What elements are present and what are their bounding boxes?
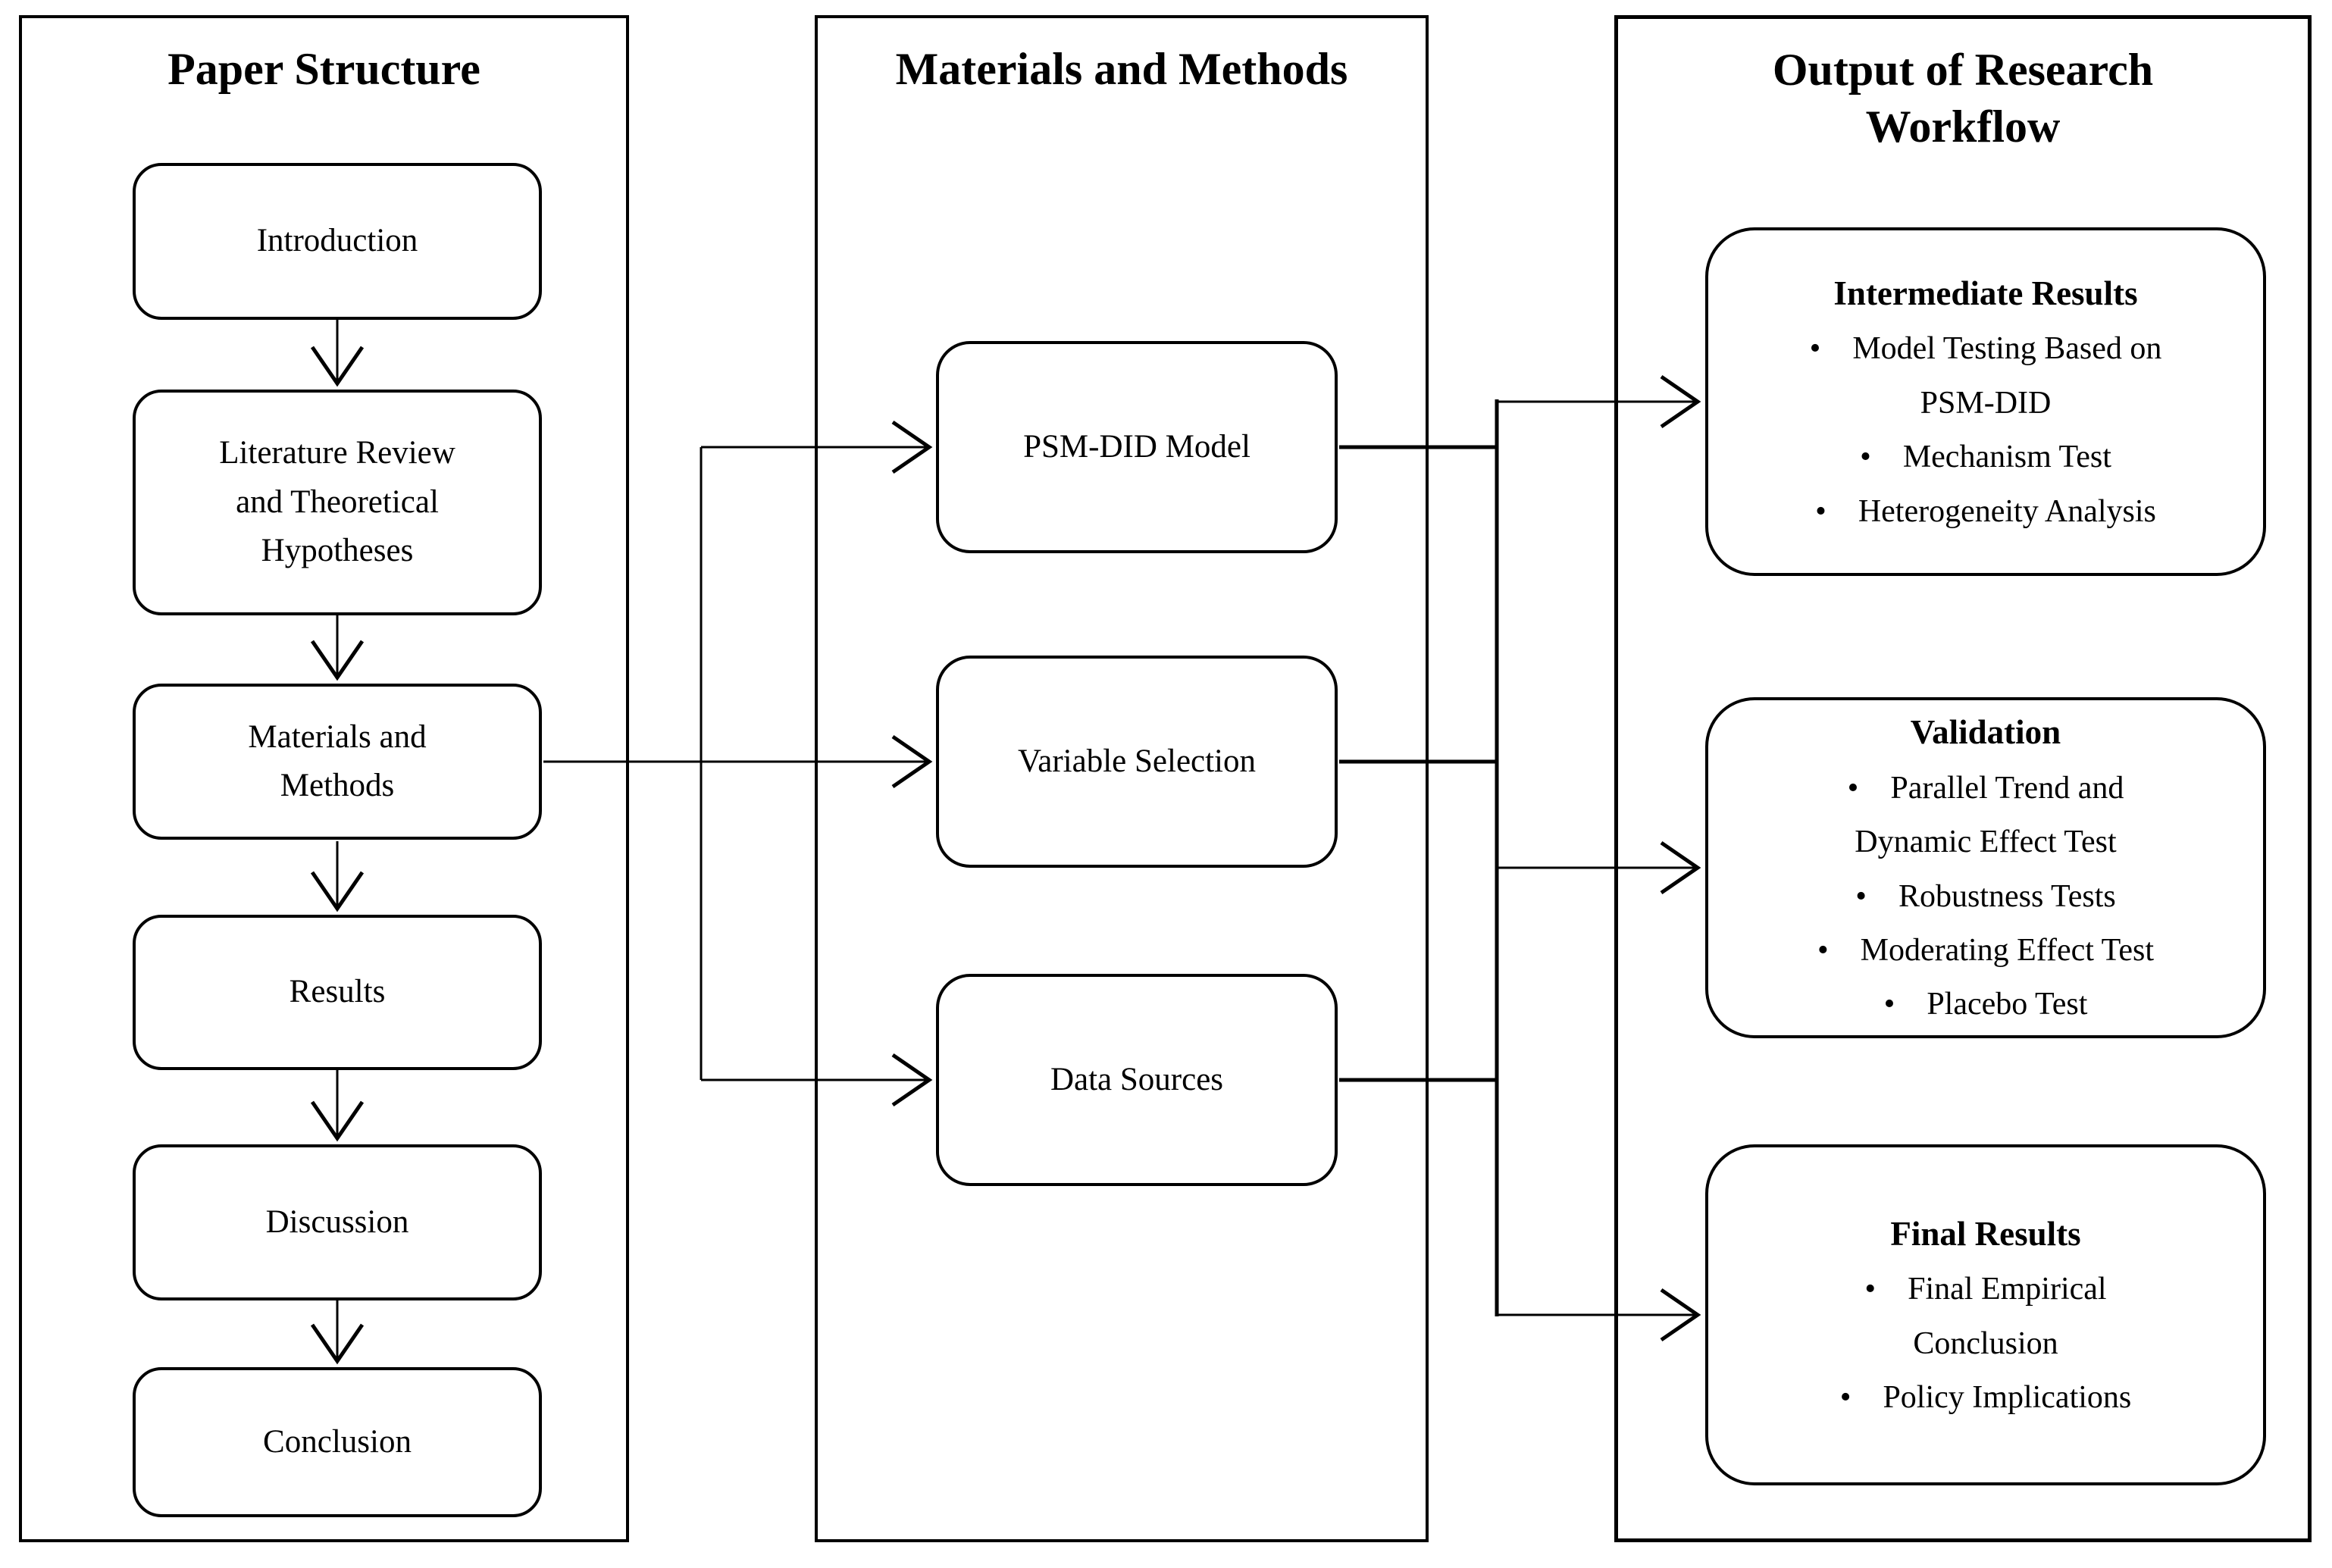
box-header: Intermediate Results [1833,274,2138,312]
node-conclusion: Conclusion [133,1367,542,1517]
node-introduction: Introduction [133,163,542,320]
bullet-line: • Policy Implications [1840,1371,2132,1425]
panel-output-of-research-workflow: Output of Research Workflow [1614,15,2312,1542]
node-label-line: Literature Review [219,435,455,471]
wrap-line: Dynamic Effect Test [1855,825,2117,860]
bullet-text: Parallel Trend and [1890,770,2124,806]
bullet-line: • Parallel Trend and [1848,762,2124,815]
node-label-line: Materials and [248,718,427,755]
bullet-text: Moderating Effect Test [1860,932,2155,968]
bullet-icon: • [1883,987,1895,1022]
bullet-text: Heterogeneity Analysis [1858,493,2156,529]
bullet-icon: • [1855,878,1867,914]
node-label: Data Sources [1050,1061,1224,1097]
node-label: Variable Selection [1017,743,1257,779]
panel-paper-structure: Paper Structure [19,15,629,1542]
bullet-text: Robustness Tests [1898,878,2116,914]
node-materials-and-methods: Materials and Methods [133,684,542,840]
node-label: PSM-DID Model [1023,428,1251,465]
node-data-sources: Data Sources [936,974,1338,1186]
node-label-line: and Theoretical [236,484,439,520]
bullet-icon: • [1815,493,1826,529]
bullet-text: Final Empirical [1908,1272,2107,1307]
node-results: Results [133,915,542,1070]
node-label: Results [289,974,386,1010]
bullet-text: Placebo Test [1927,987,2088,1022]
bullet-text: Model Testing Based on [1852,331,2162,367]
bullet-icon: • [1860,440,1871,475]
wrap-line: PSM-DID [1920,385,2052,421]
bullet-line: • Moderating Effect Test [1817,924,2154,978]
bullet-icon: • [1864,1272,1877,1307]
node-literature-review: Literature Review and Theoretical Hypoth… [133,390,542,615]
bullet-line: • Mechanism Test [1860,430,2111,484]
bullet-icon: • [1817,932,1829,968]
node-label: Conclusion [263,1423,412,1460]
panel-title-materials-and-methods: Materials and Methods [895,44,1348,94]
node-label-line: Methods [280,768,395,803]
bullet-line: • Heterogeneity Analysis [1815,485,2156,539]
node-discussion: Discussion [133,1144,542,1300]
bullet-text: Mechanism Test [1902,440,2111,475]
bullet-text: Policy Implications [1883,1379,2132,1415]
node-variable-selection: Variable Selection [936,656,1338,868]
node-label-line: Hypotheses [261,533,414,569]
bullet-icon: • [1839,1379,1852,1415]
panel-title-line2: Workflow [1865,102,2061,152]
node-intermediate-results: Intermediate Results • Model Testing Bas… [1705,227,2266,576]
node-label: Discussion [265,1203,409,1240]
bullet-line: • Robustness Tests [1855,870,2116,924]
box-header: Final Results [1890,1214,2081,1253]
panel-materials-and-methods: Materials and Methods [815,15,1429,1542]
panel-title-paper-structure: Paper Structure [167,44,480,94]
node-psm-did-model: PSM-DID Model [936,341,1338,553]
node-label: Introduction [256,223,418,259]
bullet-icon: • [1809,331,1821,367]
box-header: Validation [1910,713,2061,752]
panel-title-output-workflow: Output of Research Workflow [1618,19,2308,155]
bullet-icon: • [1847,770,1859,806]
bullet-line: • Placebo Test [1884,978,2088,1031]
node-final-results: Final Results • Final Empirical Conclusi… [1705,1144,2266,1485]
node-validation: Validation • Parallel Trend and Dynamic … [1705,697,2266,1038]
wrap-line: Conclusion [1913,1325,2058,1361]
bullet-line: • Final Empirical [1864,1263,2106,1316]
bullet-line: • Model Testing Based on [1810,322,2162,376]
panel-title-line1: Output of Research [1772,45,2154,95]
